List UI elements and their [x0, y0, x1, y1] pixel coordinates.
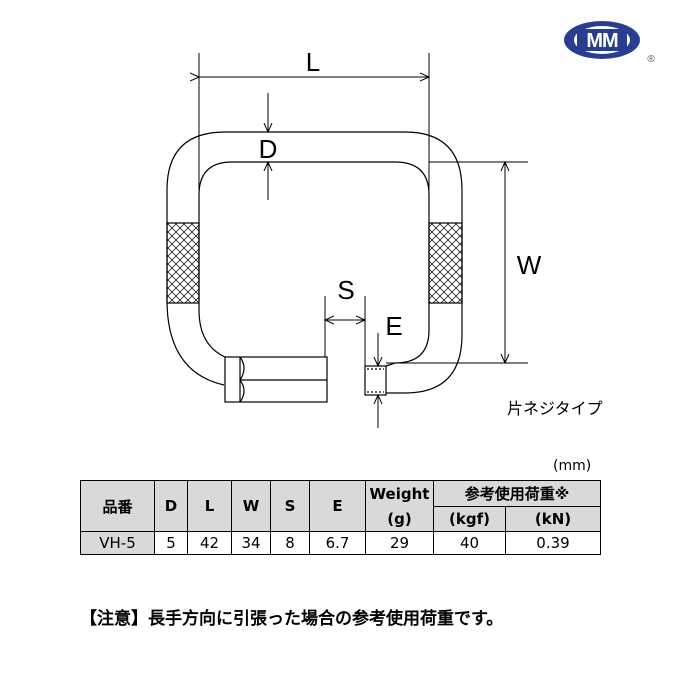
cell-E: 6.7	[309, 531, 366, 555]
link-outer-contour	[166, 131, 463, 394]
cell-part: VH-5	[80, 531, 155, 555]
cell-W: 34	[231, 531, 271, 555]
header-W: W	[231, 480, 271, 532]
label-W: W	[516, 250, 542, 280]
header-weight: Weight	[365, 480, 434, 507]
cell-kgf: 40	[433, 531, 506, 555]
table-row: VH-5 5 42 34 8 6.7 29 40 0.39	[80, 531, 601, 555]
spec-table: 品番 D L W S E Weight 参考使用荷重※ (g) (kgf) (k…	[80, 480, 601, 555]
thread-end	[364, 365, 387, 396]
header-S: S	[270, 480, 310, 532]
link-inner-contour	[198, 161, 430, 367]
label-L: L	[305, 47, 321, 77]
type-label: 片ネジタイプ	[507, 399, 603, 418]
knurl-left	[166, 222, 200, 304]
registered-mark: ®	[647, 54, 655, 65]
cell-S: 8	[270, 531, 310, 555]
logo-text: MM	[586, 30, 618, 52]
header-load: 参考使用荷重※	[433, 480, 601, 507]
header-weight-unit: (g)	[365, 506, 434, 532]
header-E: E	[309, 480, 366, 532]
note-text: 【注意】長手方向に引張った場合の参考使用荷重です。	[80, 609, 504, 629]
knurl-right	[428, 222, 463, 304]
label-E: E	[385, 311, 403, 341]
label-D: D	[258, 134, 278, 164]
cell-kn: 0.39	[505, 531, 601, 555]
cell-weight: 29	[365, 531, 434, 555]
cell-D: 5	[154, 531, 188, 555]
header-D: D	[154, 480, 188, 532]
unit-label: (mm)	[553, 458, 592, 474]
header-L: L	[187, 480, 232, 532]
header-part: 品番	[80, 480, 155, 532]
cell-L: 42	[187, 531, 232, 555]
header-kgf: (kgf)	[433, 506, 506, 532]
label-S: S	[337, 275, 355, 305]
header-kn: (kN)	[505, 506, 601, 532]
mm-logo	[564, 21, 640, 59]
